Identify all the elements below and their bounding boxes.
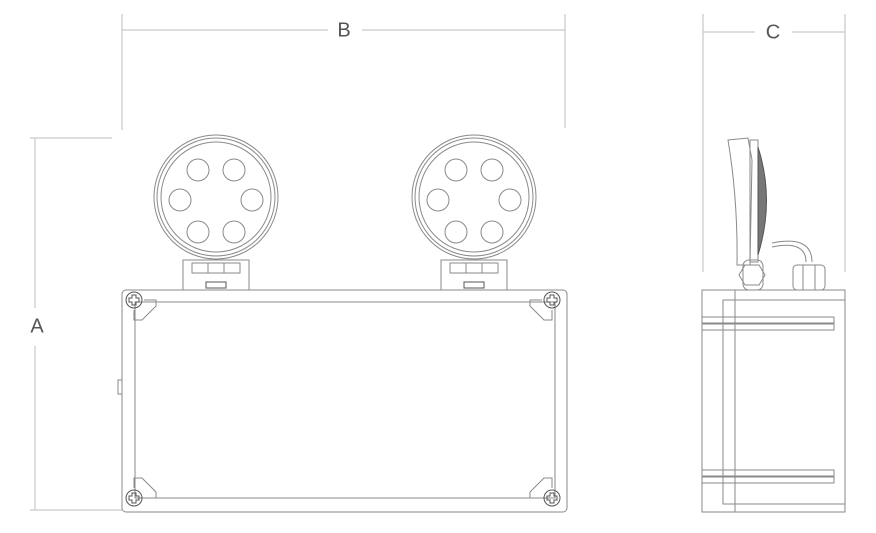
dimension-label-b: B: [337, 19, 351, 42]
dimension-label-c: C: [765, 21, 781, 44]
dimension-b: [121, 14, 566, 130]
front-view: [117, 134, 568, 513]
lamp-head-right: [411, 134, 537, 291]
lamp-head-left: [153, 134, 279, 291]
dimension-c: [702, 14, 846, 272]
side-view: [701, 137, 846, 513]
dimension-label-a: A: [30, 315, 44, 338]
dimension-a: [30, 137, 122, 511]
corner-screws: [125, 291, 561, 507]
